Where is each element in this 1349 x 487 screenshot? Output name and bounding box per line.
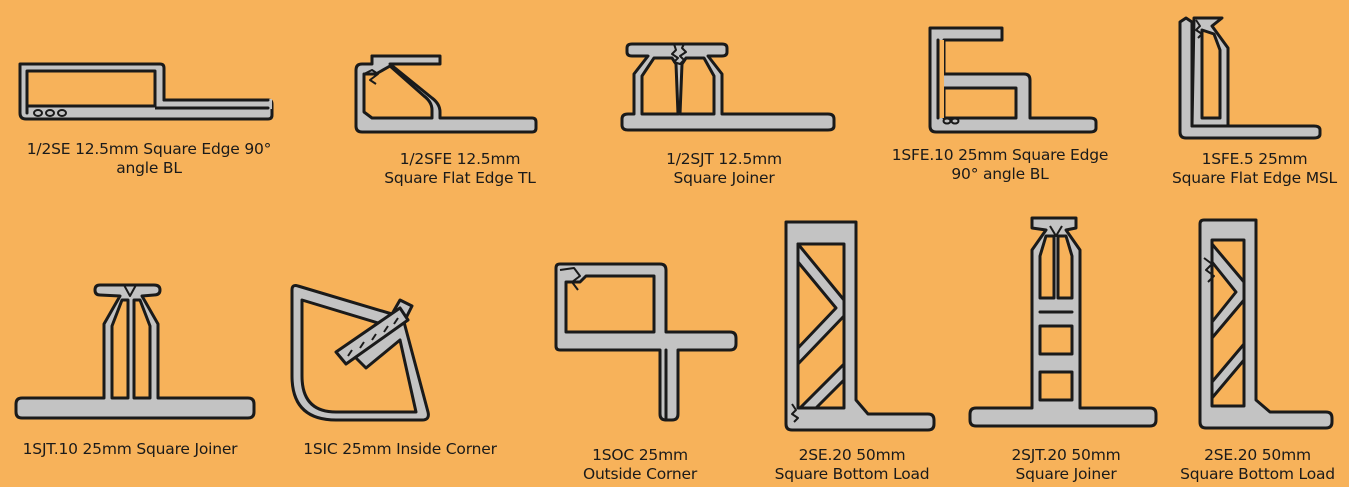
profile-se20-a-drawing <box>784 220 936 432</box>
caption-sfe10: 1SFE.10 25mm Square Edge 90° angle BL <box>880 146 1120 184</box>
caption-line: 90° angle BL <box>951 165 1049 183</box>
caption-line: 1/2SJT 12.5mm <box>666 150 782 168</box>
caption-line: 2SE.20 50mm <box>798 446 906 464</box>
caption-line: 1SFE.5 25mm <box>1201 150 1308 168</box>
profile-half-sfe-drawing <box>354 54 538 134</box>
profile-sic-drawing <box>290 284 430 422</box>
caption-line: 2SE.20 50mm <box>1204 446 1311 464</box>
caption-sjt20: 2SJT.20 50mm Square Joiner <box>976 446 1156 484</box>
caption-line: 2SJT.20 50mm <box>1011 446 1121 464</box>
caption-line: 1/2SE 12.5mm Square Edge 90° <box>26 140 272 158</box>
caption-se20-a: 2SE.20 50mm Square Bottom Load <box>752 446 952 484</box>
profile-sfe5-drawing <box>1178 16 1322 140</box>
caption-line: 1SIC 25mm Inside Corner <box>303 440 497 458</box>
caption-line: 1SOC 25mm <box>592 446 688 464</box>
caption-half-sfe: 1/2SFE 12.5mm Square Flat Edge TL <box>340 150 580 188</box>
caption-line: angle BL <box>116 159 182 177</box>
caption-line: Square Flat Edge MSL <box>1171 169 1337 187</box>
profile-sjt20-drawing <box>968 216 1158 428</box>
profile-sfe10-drawing <box>928 26 1098 134</box>
caption-line: Square Flat Edge TL <box>384 169 536 187</box>
caption-soc: 1SOC 25mm Outside Corner <box>560 446 720 484</box>
caption-half-se: 1/2SE 12.5mm Square Edge 90° angle BL <box>6 140 292 178</box>
caption-sic: 1SIC 25mm Inside Corner <box>278 440 522 459</box>
caption-sjt10: 1SJT.10 25mm Square Joiner <box>10 440 250 459</box>
caption-line: Square Joiner <box>1015 465 1117 483</box>
profile-se20-b-drawing <box>1198 218 1334 430</box>
caption-line: 1SFE.10 25mm Square Edge <box>891 146 1109 164</box>
profile-soc-drawing <box>554 262 738 422</box>
caption-line: 1/2SFE 12.5mm <box>399 150 521 168</box>
caption-se20-b: 2SE.20 50mm Square Bottom Load <box>1166 446 1349 484</box>
caption-line: 1SJT.10 25mm Square Joiner <box>22 440 238 458</box>
caption-line: Outside Corner <box>582 465 698 483</box>
profile-half-se-drawing <box>18 62 274 121</box>
caption-line: Square Bottom Load <box>774 465 930 483</box>
caption-line: Square Bottom Load <box>1180 465 1335 483</box>
caption-line: Square Joiner <box>673 169 775 187</box>
caption-sfe5: 1SFE.5 25mm Square Flat Edge MSL <box>1160 150 1349 188</box>
profile-half-sjt-drawing <box>620 42 836 132</box>
caption-half-sjt: 1/2SJT 12.5mm Square Joiner <box>624 150 824 188</box>
profile-sjt10-drawing <box>14 283 256 420</box>
